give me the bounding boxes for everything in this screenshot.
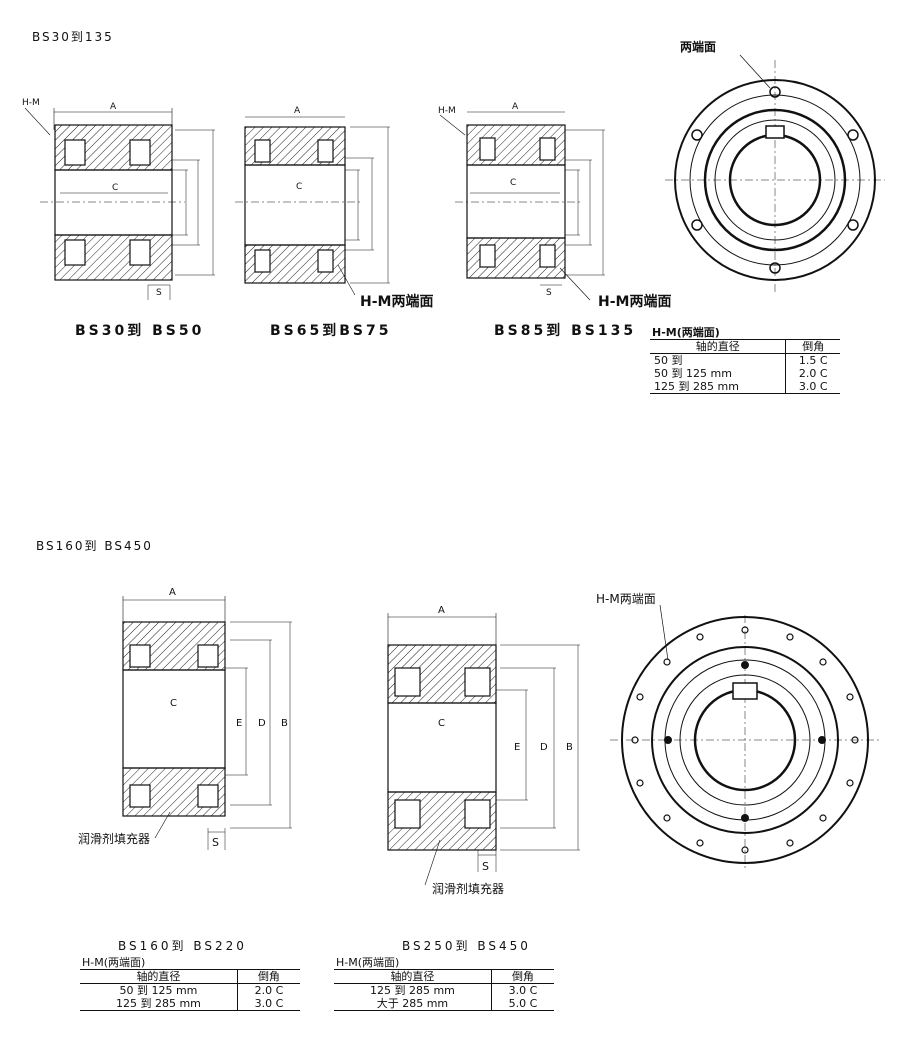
- dim-d-4: D: [258, 718, 266, 729]
- table-header-diameter: 轴的直径: [334, 969, 492, 984]
- caption-bs85-bs135: BS85到 BS135: [494, 323, 637, 339]
- drawing-bs160-bs220: [122, 596, 292, 850]
- dim-a-2: A: [294, 106, 301, 116]
- hm-callout-2: H-M两端面: [598, 294, 672, 310]
- drawing-bs30-bs50: [24, 107, 215, 300]
- table-title: H-M(两端面): [336, 956, 400, 969]
- dim-c-3: C: [510, 178, 517, 188]
- lubricator-label-2: 润滑剂填充器: [432, 882, 505, 896]
- hm-label-2: H-M: [438, 106, 456, 116]
- drawing-bs85-bs135: [439, 111, 605, 301]
- dim-a-1: A: [110, 102, 117, 112]
- caption-bs30-bs50: BS30到 BS50: [75, 323, 205, 339]
- drawing-bs250-bs450: [387, 613, 580, 886]
- table-header-diameter: 轴的直径: [80, 969, 238, 984]
- table-title: H-M(两端面): [652, 326, 720, 339]
- dim-c-1: C: [112, 183, 119, 193]
- end-view-top: [665, 54, 885, 295]
- section1-title: BS30到135: [32, 30, 114, 44]
- dim-c-2: C: [296, 182, 303, 192]
- table-title: H-M(两端面): [82, 956, 146, 969]
- dim-s-2: S: [546, 288, 552, 298]
- dim-a-5: A: [438, 605, 445, 616]
- table-header-chamfer: 倒角: [785, 339, 840, 354]
- table-header-chamfer: 倒角: [490, 969, 554, 984]
- dim-a-4: A: [169, 587, 176, 598]
- dim-c-4: C: [170, 698, 177, 709]
- dim-b-4: B: [281, 718, 288, 729]
- dim-d-5: D: [540, 742, 548, 753]
- section2-title: BS160到 BS450: [36, 539, 153, 553]
- caption-bs160-bs220: BS160到 BS220: [118, 939, 247, 953]
- end-view-label-top: 两端面: [680, 40, 717, 54]
- end-view-bottom: [610, 604, 880, 870]
- end-view-label-bottom: H-M两端面: [596, 592, 656, 606]
- dim-c-5: C: [438, 718, 445, 729]
- caption-bs65-bs75: BS65到BS75: [270, 323, 392, 339]
- drawing-bs65-bs75: [235, 116, 390, 296]
- dim-e-4: E: [236, 718, 243, 729]
- dim-a-3: A: [512, 102, 519, 112]
- lubricator-label-1: 润滑剂填充器: [78, 832, 151, 846]
- dim-e-5: E: [514, 742, 521, 753]
- dim-b-5: B: [566, 742, 573, 753]
- table-header-diameter: 轴的直径: [650, 339, 786, 354]
- table-header-chamfer: 倒角: [236, 969, 300, 984]
- dim-s-1: S: [156, 288, 162, 298]
- dim-s-5: S: [482, 860, 489, 873]
- caption-bs250-bs450: BS250到 BS450: [402, 939, 531, 953]
- dim-s-4: S: [212, 836, 219, 849]
- hm-label-1: H-M: [22, 98, 40, 108]
- hm-callout-1: H-M两端面: [360, 294, 434, 310]
